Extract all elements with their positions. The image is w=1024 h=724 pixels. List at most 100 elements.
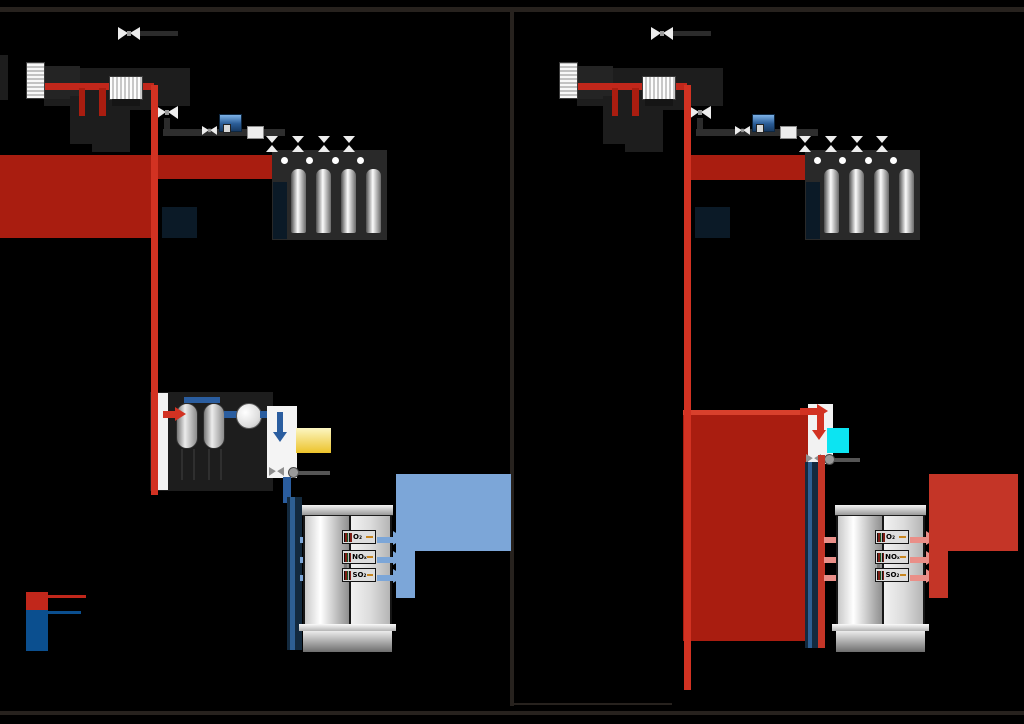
results-block-blue	[396, 474, 511, 551]
cylinder-port-dot	[839, 157, 846, 164]
heated-band	[691, 155, 806, 180]
cabinet-pedestal	[836, 631, 925, 652]
module-indicator-bars	[344, 570, 352, 580]
calibration-gas-cylinder	[899, 169, 914, 233]
analyzer-module-nox: NOₓ	[342, 550, 376, 564]
heated-line-vertical	[684, 85, 691, 690]
bottom-rule	[0, 711, 1024, 715]
vessel-leg	[193, 449, 195, 480]
flow-arrow-down-icon	[812, 430, 826, 440]
feed-column-stripe	[290, 497, 295, 650]
dewpoint-highlight-cyan	[827, 428, 849, 453]
analyzer-out-stem	[377, 575, 395, 581]
calibration-gas-cylinder	[341, 169, 356, 233]
down-pipe	[817, 413, 824, 430]
flow-arrow-right-icon	[175, 407, 186, 421]
cylinder-valve-icon	[343, 136, 355, 152]
analyzer-label: O₂	[886, 533, 896, 541]
module-dash	[366, 536, 373, 538]
filter-base	[112, 99, 140, 106]
module-dash	[899, 574, 906, 576]
instrument-box	[247, 126, 264, 139]
vent-valve-stem	[673, 31, 711, 36]
sample-probe	[559, 62, 578, 99]
conditioned-sample-pipe	[283, 477, 291, 503]
module-dash	[899, 556, 906, 558]
calibration-valve-icon	[735, 126, 750, 135]
dewpoint-highlight-yellow	[296, 428, 331, 453]
module-indicator-bars	[877, 532, 885, 542]
module-indicator-bars	[877, 570, 885, 580]
needle-valve-stem	[298, 471, 330, 475]
results-block-column	[929, 551, 948, 598]
duct-box-shadow	[92, 105, 130, 152]
analyzer-label: NOₓ	[885, 553, 900, 561]
cylinder-port-dot	[281, 157, 288, 164]
cabinet-base-plate	[832, 624, 929, 631]
shutoff-valve-icon	[156, 106, 178, 119]
duct-drop-pipe	[632, 88, 639, 116]
cylinder-valve-icon	[318, 136, 330, 152]
pressure-transmitter	[219, 114, 242, 133]
cabinet-door-handle	[344, 559, 347, 571]
flue-duct-block	[0, 155, 152, 238]
heated-band	[158, 155, 273, 179]
cabinet-base-plate	[299, 624, 396, 631]
analyzer-label: NOₓ	[352, 553, 367, 561]
bottom-tick	[512, 703, 672, 705]
center-divider	[510, 12, 514, 706]
heated-line-vertical	[151, 85, 158, 495]
duct-drop-pipe	[99, 88, 106, 116]
hot-inlet-stem	[163, 411, 175, 418]
heated-sample-pipe	[578, 83, 687, 90]
enclosure-top-highlight	[683, 410, 808, 415]
analyzer-module-so2: SO₂	[342, 568, 376, 582]
legend-hot-swatch	[26, 592, 48, 610]
results-block-red	[929, 474, 1018, 551]
gas-cooler-vessel	[203, 403, 225, 449]
needle-valve-icon	[269, 467, 284, 476]
analyzer-out-stem	[377, 537, 395, 543]
hot-feed-bar	[818, 455, 825, 648]
navy-label-block	[162, 207, 197, 238]
cabinet-door-handle	[877, 559, 880, 571]
pump-inlet-pipe	[224, 411, 238, 418]
legend-hot-line	[48, 595, 86, 598]
cylinder-valve-icon	[876, 136, 888, 152]
analyzer-label: SO₂	[352, 571, 367, 579]
edge-shadow	[0, 55, 8, 100]
hot-inlet-stem	[800, 408, 818, 415]
legend-cold-swatch	[26, 610, 48, 651]
cylinder-port-dot	[357, 157, 364, 164]
instrument-box	[780, 126, 797, 139]
cylinder-valve-icon	[799, 136, 811, 152]
analyzer-out-stem	[377, 557, 395, 563]
cooler-link-pipe	[184, 397, 220, 403]
sample-probe	[26, 62, 45, 99]
calibration-gas-cylinder	[824, 169, 839, 233]
analyzer-label: SO₂	[885, 571, 900, 579]
shutoff-valve-icon	[689, 106, 711, 119]
navy-label-block	[695, 207, 730, 238]
analyzer-out-stem	[910, 537, 928, 543]
top-rule	[0, 7, 1024, 12]
module-indicator-bars	[877, 552, 885, 562]
vessel-leg	[181, 449, 183, 480]
cylinder-valve-icon	[825, 136, 837, 152]
valve-stem	[164, 118, 170, 130]
duct-box-shadow	[625, 105, 663, 152]
module-dash	[366, 574, 373, 576]
probe-mount-shadow	[44, 66, 80, 99]
legend-cold-line	[48, 611, 81, 614]
module-dash	[899, 536, 906, 538]
analyzer-label: O₂	[353, 533, 363, 541]
cabinet-left-door	[305, 516, 349, 624]
duct-drop-pipe	[79, 88, 85, 116]
valve-stem	[697, 118, 703, 130]
module-dash	[366, 556, 373, 558]
analyzer-module-nox: NOₓ	[875, 550, 909, 564]
vent-valve-icon	[651, 27, 673, 40]
calibration-valve-icon	[202, 126, 217, 135]
cylinder-port-dot	[890, 157, 897, 164]
